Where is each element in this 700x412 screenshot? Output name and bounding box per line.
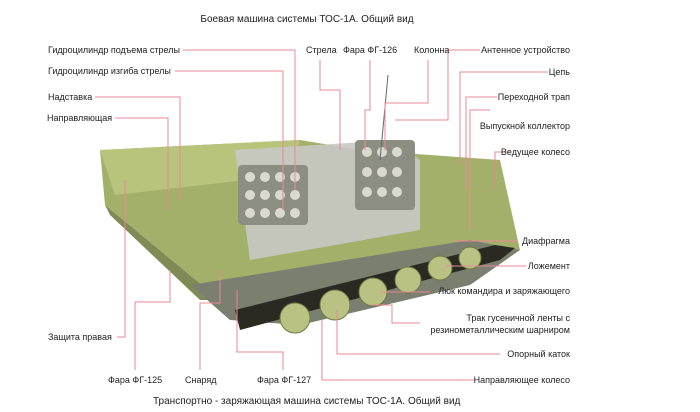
label-idler: Направляющее колесо	[473, 375, 570, 385]
label-guard: Защита правая	[48, 332, 112, 342]
label-strela: Стрела	[306, 45, 337, 55]
caption: Транспортно - заряжающая машина системы …	[153, 396, 461, 407]
diagram-title: Боевая машина системы ТОС-1А. Общий вид	[200, 14, 414, 25]
label-kolonna: Колонна	[414, 45, 450, 55]
label-drive: Ведущее колесо	[500, 147, 570, 157]
label-hyd-lift: Гидроцилиндр подъема стрелы	[48, 45, 180, 55]
label-track-line1: Трак гусеничной ленты с	[466, 313, 570, 323]
label-ramp: Переходной трап	[497, 92, 570, 102]
label-fara126: Фара ФГ-126	[343, 45, 398, 55]
label-exhaust: Выпускной коллектор	[479, 121, 570, 131]
label-antenna: Антенное устройство	[481, 45, 570, 55]
label-shell: Снаряд	[185, 375, 217, 385]
label-fara127: Фара ФГ-127	[257, 375, 312, 385]
label-track-line2: резинометаллическим шарниром	[430, 325, 570, 335]
label-hyd-bend: Гидроцилиндр изгиба стрелы	[48, 66, 171, 76]
label-diaphragm: Диафрагма	[521, 236, 570, 246]
label-chain: Цепь	[548, 67, 570, 77]
label-hatch: Люк командира и заряжающего	[438, 286, 570, 296]
label-fara125: Фара ФГ-125	[108, 375, 163, 385]
label-nadstavka: Надставка	[48, 92, 93, 102]
label-road-wheel: Опорный каток	[507, 349, 570, 359]
leader-lines	[95, 49, 548, 381]
label-napravl: Направляющая	[47, 113, 113, 123]
label-lozhement: Ложемент	[527, 261, 570, 271]
